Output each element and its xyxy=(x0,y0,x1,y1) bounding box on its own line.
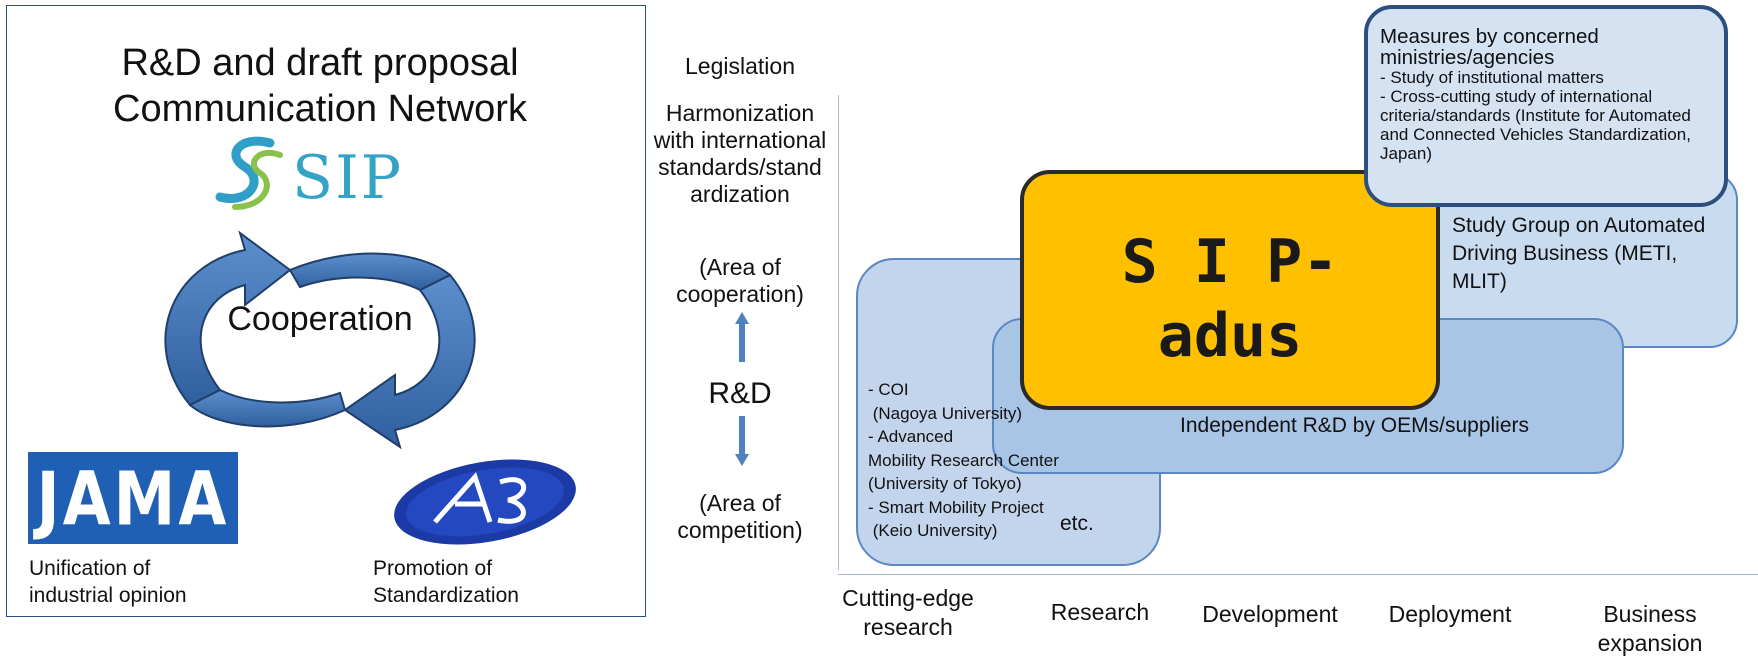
measures-item: - Study of institutional matters xyxy=(1380,68,1604,87)
jama-logo: JAMA xyxy=(28,452,238,544)
sip-swirl-icon xyxy=(215,136,283,210)
x-axis-line xyxy=(838,574,1758,575)
jama-caption: Unification of industrial opinion xyxy=(29,555,187,609)
study-group-label: Study Group on Automated Driving Busines… xyxy=(1452,214,1706,293)
jsae-caption: Promotion of Standardization xyxy=(373,555,519,609)
university-list-item: (Nagoya University) xyxy=(868,403,1022,423)
cycle-band-bottom xyxy=(188,388,347,428)
x-label-business-expansion: Business expansion xyxy=(1597,601,1703,656)
cooperation-label: Cooperation xyxy=(227,300,413,338)
jama-caption-line-2: industrial opinion xyxy=(29,584,187,607)
jsae-caption-line-1: Promotion of xyxy=(373,557,493,580)
arrow-down-icon xyxy=(735,416,749,466)
legislation-label: Legislation xyxy=(685,53,795,79)
university-list-item: (Keio University) xyxy=(868,521,998,540)
title-line-1: R&D and draft proposal xyxy=(121,42,519,84)
y-axis-line xyxy=(838,95,839,570)
university-list-item: - COI xyxy=(868,380,909,399)
measures-title: Measures by concerned ministries/agencie… xyxy=(1380,25,1599,69)
jsae-emblem-icon xyxy=(394,459,576,545)
cooperation-cycle-arrows xyxy=(164,230,476,450)
university-list-item: Mobility Research Center xyxy=(868,450,1059,470)
jsae-logo xyxy=(380,452,585,547)
sip-adus-box xyxy=(1020,170,1440,410)
x-label-development: Development xyxy=(1202,601,1338,627)
cycle-arrow-lower xyxy=(343,273,476,450)
jsae-caption-line-2: Standardization xyxy=(373,584,519,607)
x-label-research: Research xyxy=(1050,599,1150,625)
measures-text: Measures by concerned ministries/agencie… xyxy=(1380,26,1720,163)
university-etc-label: etc. xyxy=(1060,512,1094,535)
ministries-measures-box xyxy=(1364,5,1728,207)
sip-adus-line-1: S I P- xyxy=(1121,227,1339,297)
university-list-item: - Smart Mobility Project xyxy=(868,497,1044,517)
sip-logo: SIP xyxy=(210,135,430,215)
jama-logo-text: JAMA xyxy=(36,454,230,542)
independent-rd-label: Independent R&D by OEMs/suppliers xyxy=(1180,414,1530,437)
harmonization-label: Harmonization with international standar… xyxy=(653,100,827,207)
sip-adus-line-2: adus xyxy=(1157,301,1303,371)
university-list-item: (University of Tokyo) xyxy=(868,474,1022,493)
arrow-up-icon xyxy=(735,312,749,362)
area-competition-label: (Area of competition) xyxy=(677,490,803,543)
sip-logo-text: SIP xyxy=(292,143,404,213)
jama-caption-line-1: Unification of xyxy=(29,557,151,580)
sip-adus-label: S I P- adus xyxy=(1020,225,1440,373)
cycle-arrow-upper xyxy=(164,230,292,407)
title-line-2: Communication Network xyxy=(113,88,527,130)
university-list: - COI (Nagoya University) - Advanced Mob… xyxy=(868,378,1118,543)
rd-label: R&D xyxy=(708,377,772,410)
cycle-band-top xyxy=(288,252,452,292)
left-panel-title: R&D and draft proposal Communication Net… xyxy=(0,40,640,132)
x-label-deployment: Deployment xyxy=(1388,601,1512,627)
x-label-cutting-edge: Cutting-edge research xyxy=(842,585,974,640)
university-list-item: - Advanced xyxy=(868,427,954,446)
area-cooperation-label: (Area of cooperation) xyxy=(676,254,804,307)
measures-item: - Cross-cutting study of international c… xyxy=(1380,87,1691,163)
